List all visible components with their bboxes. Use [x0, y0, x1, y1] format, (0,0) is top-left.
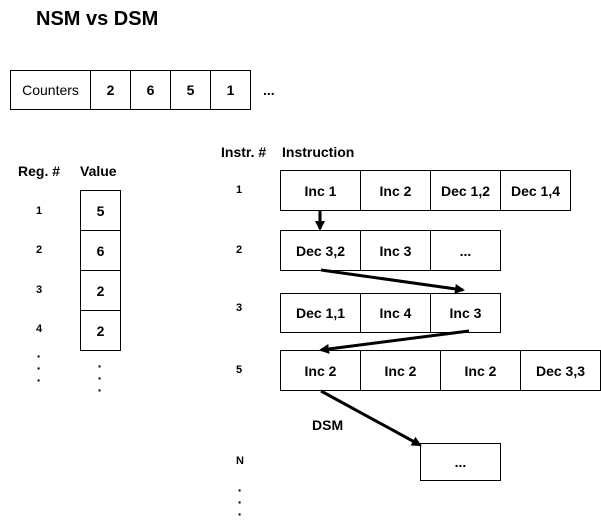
instruction-cell: ... — [420, 443, 501, 481]
counter-cell: 6 — [130, 70, 171, 110]
arrow-row3-to-row5 — [319, 329, 470, 354]
arrow-dsm-jump — [320, 389, 422, 447]
instr-number: 5 — [236, 364, 243, 376]
dsm-label: DSM — [312, 417, 344, 433]
counter-cell: 5 — [170, 70, 211, 110]
instruction-cell: Inc 3 — [430, 293, 501, 333]
reg-number: 4 — [36, 323, 43, 335]
instruction-cell: Dec 1,2 — [430, 170, 501, 211]
reg-ellipsis: · · · — [36, 348, 42, 388]
reg-number: 2 — [36, 244, 43, 256]
reg-number: 3 — [36, 284, 43, 296]
instruction-cell: Dec 1,1 — [280, 293, 361, 333]
counter-cell: 1 — [210, 70, 251, 110]
instruction-cell: Inc 1 — [280, 170, 361, 211]
value-ellipsis: · · · — [97, 358, 103, 398]
instruction-cell: Inc 4 — [360, 293, 431, 333]
instruction-header: Instruction — [282, 144, 355, 160]
reg-value-cell: 2 — [80, 310, 121, 351]
instr-number: 2 — [236, 244, 243, 256]
instruction-cell: Inc 2 — [280, 350, 361, 391]
instr-number: 1 — [236, 184, 243, 196]
instr-number: N — [236, 455, 244, 467]
reg-number: 1 — [36, 205, 43, 217]
instruction-cell: Inc 3 — [360, 230, 431, 271]
instruction-cell: Inc 2 — [360, 170, 431, 211]
instruction-cell: Dec 3,3 — [520, 350, 601, 391]
reg-value-header: Value — [80, 163, 117, 179]
instruction-cell: Dec 1,4 — [500, 170, 571, 211]
reg-value-cell: 2 — [80, 270, 121, 311]
reg-value-cell: 6 — [80, 230, 121, 271]
arrow-row2-to-row3 — [320, 268, 465, 294]
instruction-cell: Inc 2 — [360, 350, 441, 391]
instruction-cell: Inc 2 — [440, 350, 521, 391]
instr-ellipsis: · · · — [237, 482, 243, 522]
instr-number-header: Instr. # — [221, 144, 267, 160]
instruction-cell: ... — [430, 230, 501, 271]
counters-more: ... — [263, 82, 275, 98]
reg-number-header: Reg. # — [18, 163, 61, 179]
reg-value-cell: 5 — [80, 190, 121, 231]
instr-number: 3 — [236, 302, 243, 314]
page-title: NSM vs DSM — [36, 8, 159, 30]
